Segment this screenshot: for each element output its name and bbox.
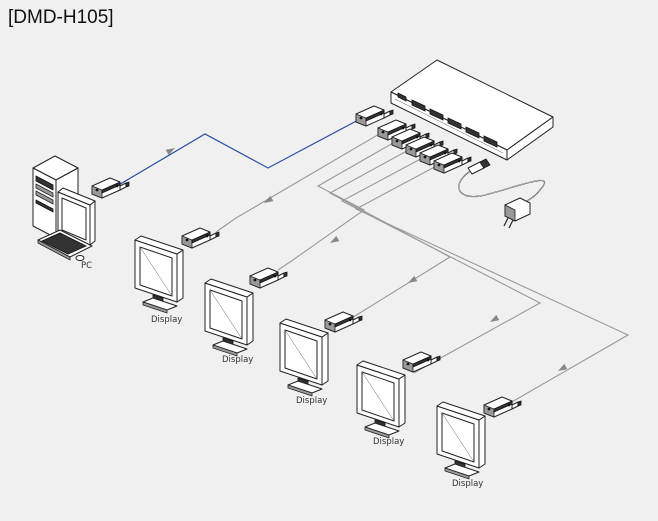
display-1: Display xyxy=(134,227,220,325)
pc-computer xyxy=(32,155,96,261)
display-label-4: Display xyxy=(373,437,404,447)
cable-output-2 xyxy=(277,138,401,271)
pc-label: PC xyxy=(81,261,92,271)
dvi-connector-input xyxy=(355,105,394,127)
display-label-2: Display xyxy=(222,355,253,365)
display-3: Display xyxy=(279,311,363,406)
display-4: Display xyxy=(356,351,441,447)
cable-input-blue xyxy=(116,117,363,187)
display-label-3: Display xyxy=(296,396,327,406)
display-5: Display xyxy=(436,396,522,489)
display-label-1: Display xyxy=(151,315,182,325)
cable-output-1 xyxy=(215,129,387,233)
cable-output-3 xyxy=(328,146,452,326)
display-label-5: Display xyxy=(452,479,483,489)
display-2: Display xyxy=(204,267,288,365)
dvi-connector-pc xyxy=(91,177,130,199)
power-adapter xyxy=(458,158,546,229)
diagram-title: [DMD-H105] xyxy=(8,7,114,28)
splitter-device xyxy=(390,59,554,161)
